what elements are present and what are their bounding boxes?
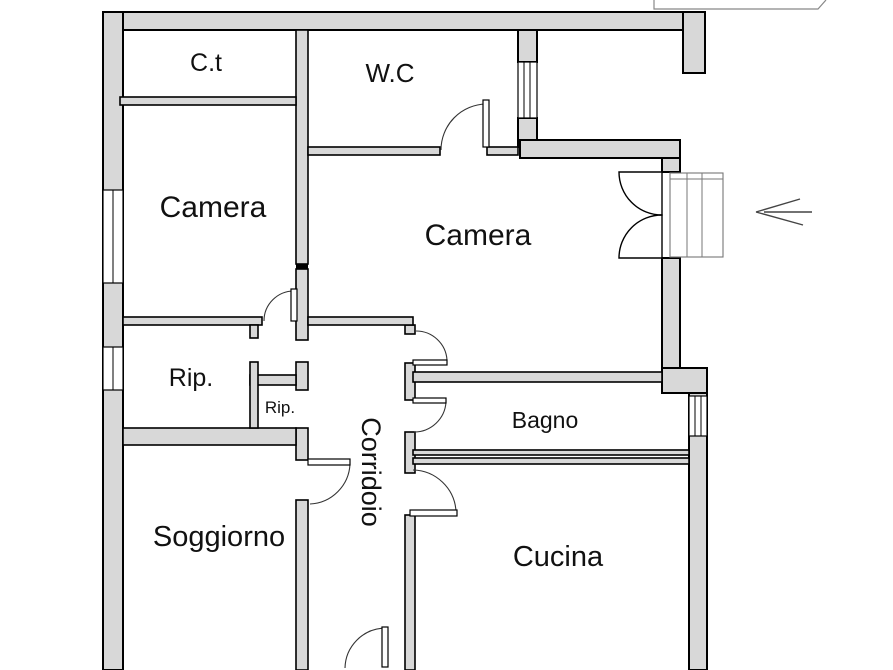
label-camera-2: Camera (425, 219, 532, 252)
label-soggiorno: Soggiorno (153, 521, 285, 553)
wall-wc-right-upper (517, 29, 538, 63)
door-arc-corridor-top (415, 330, 448, 361)
label-rip-1: Rip. (169, 364, 213, 392)
wall-bagno-top (412, 371, 663, 383)
wall-right-lower (688, 392, 708, 670)
label-rip-2: Rip. (265, 398, 295, 417)
wall-corridor-right-d (404, 514, 416, 670)
label-corridoio: Corridoio (356, 417, 386, 527)
door-leaf-corridor-top (412, 359, 448, 366)
door-leaf-camera1 (290, 288, 298, 322)
entrance-door-leaf-bottom (618, 214, 663, 259)
wall-mid-vertical-c (295, 361, 309, 391)
wall-entry-jamb-top (661, 157, 681, 173)
wall-camera2-right (661, 257, 681, 369)
wall-left (102, 11, 124, 670)
label-cucina: Cucina (513, 541, 604, 573)
door-leaf-corridor-bottom (381, 626, 389, 668)
label-wc: W.C (365, 58, 414, 88)
stairs-symbol (669, 172, 724, 258)
door-arc-corridor-bottom (344, 627, 385, 669)
wall-soggiorno-top (122, 427, 297, 446)
wall-break-tick (296, 264, 308, 269)
entrance-arrow-head-top (755, 198, 801, 213)
wall-vestibule-west-b (249, 361, 259, 429)
window-bagno-icon (688, 395, 708, 437)
wall-mid-vertical-e (295, 499, 309, 670)
wall-vestibule-west-a (249, 324, 259, 339)
door-arc-soggiorno (309, 463, 351, 505)
wall-wc-bottom-stub (486, 146, 519, 156)
door-leaf-soggiorno (307, 458, 351, 466)
door-leaf-cucina (409, 509, 458, 517)
wall-corridor-top (307, 316, 414, 326)
windows (102, 61, 708, 437)
entrance-arrow-icon (755, 198, 812, 226)
wall-right-step (661, 367, 708, 394)
door-arc-bagno (413, 401, 447, 433)
wall-mid-vertical-d (295, 427, 309, 461)
stairs-icon (669, 172, 724, 258)
label-camera-1: Camera (160, 191, 267, 224)
wall-corridor-right-a (404, 324, 416, 335)
wall-mid-vertical-b (295, 268, 309, 341)
label-ct: C.t (190, 49, 222, 77)
wall-camera1-bottom (122, 316, 263, 326)
door-arc-cucina (412, 469, 457, 512)
exterior-walls (102, 11, 708, 670)
interior-walls (119, 29, 690, 670)
room-labels: C.t W.C Camera Camera Rip. Rip. Corridoi… (153, 49, 604, 573)
wall-wc-bottom (307, 146, 441, 156)
wall-top-right-stub (682, 11, 706, 74)
wall-mid-vertical-a (295, 29, 309, 265)
wall-stairbox-south (519, 139, 681, 159)
label-bagno: Bagno (512, 407, 579, 433)
wall-cucina-top (412, 457, 690, 465)
door-leaf-bagno (412, 397, 447, 404)
wall-top (102, 11, 706, 31)
wall-ct-bottom (119, 96, 297, 106)
stair-outline-line (653, 0, 827, 10)
window-wc-icon (517, 61, 538, 119)
doors (263, 99, 663, 669)
door-leaf-wc (482, 99, 490, 148)
door-arc-camera1 (263, 290, 295, 322)
entrance-arrow-head-bottom (755, 211, 804, 226)
door-arc-wc (440, 103, 487, 151)
wall-bagno-bottom (412, 449, 690, 456)
